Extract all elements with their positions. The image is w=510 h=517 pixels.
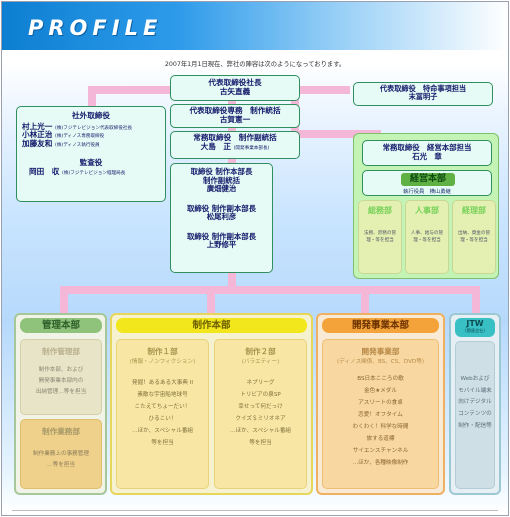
senior-md-title: 代表取締役専務 制作統括 [189, 106, 281, 115]
division-kaihatsu-label: 開発事業本部 [322, 318, 439, 333]
md-production-box: 常務取締役 制作副統括 大島 正 (開発事業本部長) [170, 131, 300, 159]
unit-kaihatsu: 開発事業部 (ディノス関係、BS、CS、DVD等) BS日本こころの歌 金色★メ… [322, 339, 439, 489]
division-seisaku: 制作本部 制作１部 (情報・ノンフィクション) 発掘！あるある大事典 II 素敵… [110, 313, 313, 495]
connector-line [472, 286, 480, 314]
auditor-heading: 監査役 [79, 157, 103, 167]
special-duty-title: 代表取締役 特命事項担当 [379, 84, 467, 93]
division-kanri-label: 管理本部 [20, 318, 102, 333]
connector-line [228, 268, 236, 288]
division-jtw: JTW (関連会社) Webおよび モバイル端末 向けデジタル コンテンツの 制… [449, 313, 501, 495]
management-hq-panel: 常務取締役 経営本部担当 石光 章 経営本部 執行役員 横山勇継 総務部 法務、… [353, 133, 499, 279]
division-kaihatsu: 開発事業本部 開発事業部 (ディノス関係、BS、CS、DVD等) BS日本こころ… [316, 313, 445, 495]
unit-seisaku-gyomu: 制作業務部 制作業務上の事務管理 …等を担当 [20, 419, 102, 489]
division-kanri: 管理本部 制作管理部 制作本部、および 開発事業本部内の 出納管理…等を担当 制… [14, 313, 107, 495]
special-duty-box: 代表取締役 特命事項担当 末冨明子 [353, 82, 493, 106]
outside-director-row: 村上光一 (株)フジテレビジョン代表取締役社長 [22, 121, 133, 131]
outside-director-row: 加藤友和 (株)ディノス執行役員 [22, 139, 100, 149]
connector-line [88, 86, 96, 110]
connector-line [291, 130, 381, 138]
auditor-row: 岡田 収 (株)フジテレビジョン経理局長 [29, 166, 126, 176]
division-seisaku-label: 制作本部 [116, 318, 307, 333]
md-production-note: (開発事業本部長) [233, 145, 270, 151]
special-duty-name: 末冨明子 [408, 92, 438, 102]
president-name: 古矢直義 [219, 86, 251, 96]
division-jtw-label: JTW (関連会社) [455, 318, 495, 337]
management-hq-label-box: 経営本部 執行役員 横山勇継 [362, 170, 492, 196]
production-executives-box: 取締役 制作本部長 制作副統括 廣畑健治 取締役 制作副本部長 松尾利彦 取締役… [170, 163, 273, 273]
profile-logo: PROFILE [28, 16, 163, 40]
md-production-name: 大島 正 [200, 141, 231, 151]
md-production-title: 常務取締役 制作副統括 [193, 133, 277, 142]
senior-md-box: 代表取締役専務 制作統括 古賀憲一 [170, 104, 300, 128]
dept-keiri: 経理部 出納、資金の管理・等を担当 [452, 200, 496, 274]
outside-director-row: 小林正治 (株)ディノス専務取締役 [22, 130, 105, 140]
dept-soumu: 総務部 法務、庶務の管理・等を担当 [358, 200, 402, 274]
connector-line [60, 286, 68, 314]
unit-seisaku-1: 制作１部 (情報・ノンフィクション) 発掘！あるある大事典 II 素敵な宇宙船地… [116, 339, 209, 489]
connector-line [60, 286, 480, 294]
management-director-box: 常務取締役 経営本部担当 石光 章 [362, 140, 492, 166]
outside-directors-box: 社外取締役 村上光一 (株)フジテレビジョン代表取締役社長 小林正治 (株)ディ… [16, 106, 166, 202]
unit-jtw: Webおよび モバイル端末 向けデジタル コンテンツの 制作・配信等 [455, 341, 495, 489]
header-banner: PROFILE [2, 2, 508, 50]
management-hq-officer: 執行役員 横山勇継 [403, 189, 451, 195]
unit-seisaku-kanri: 制作管理部 制作本部、および 開発事業本部内の 出納管理…等を担当 [20, 339, 102, 415]
connector-line [361, 286, 369, 314]
dept-jinji: 人事部 人事、給与の管理・等を担当 [405, 200, 449, 274]
unit-seisaku-2: 制作２部 (バラエティー) ネプリーグ トリビアの泉SP 幸せって何だっけ クイ… [214, 339, 307, 489]
senior-md-name: 古賀憲一 [219, 114, 251, 124]
connector-line [207, 286, 215, 314]
president-title: 代表取締役社長 [208, 78, 262, 87]
outside-directors-heading: 社外取締役 [72, 111, 110, 120]
intro-text: 2007年1月1日現在、弊社の陣容は次のようになっております。 [164, 61, 346, 68]
management-hq-label: 経営本部 [401, 173, 455, 186]
footer-divider [12, 510, 498, 511]
president-box: 代表取締役社長 古矢直義 [170, 75, 300, 101]
